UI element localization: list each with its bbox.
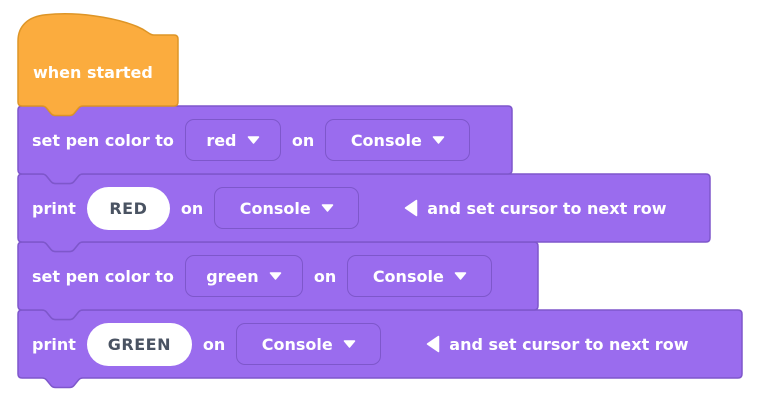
dropdown-value: Console xyxy=(350,130,422,150)
dropdown-arrow-icon xyxy=(454,272,467,280)
dropdown-value: Console xyxy=(372,266,444,286)
console-dropdown[interactable]: Console xyxy=(236,323,382,365)
dropdown-value: Console xyxy=(261,334,333,354)
block-print-red[interactable]: print RED on Console and set cursor to n… xyxy=(32,174,666,242)
dropdown-value: green xyxy=(206,266,259,286)
hat-block-when-started[interactable]: when started xyxy=(33,52,153,92)
dropdown-arrow-icon xyxy=(247,136,259,144)
block-label: set pen color to xyxy=(32,130,174,150)
dropdown-value: Console xyxy=(239,198,311,218)
console-dropdown[interactable]: Console xyxy=(347,255,493,297)
collapse-arrow-icon xyxy=(405,199,418,217)
block-label: set pen color to xyxy=(32,266,174,286)
block-label: on xyxy=(202,334,226,354)
console-dropdown[interactable]: Console xyxy=(214,187,360,229)
dropdown-arrow-icon xyxy=(343,340,355,348)
hat-label: when started xyxy=(33,62,153,82)
print-text-input[interactable]: GREEN xyxy=(86,322,192,366)
expand-toggle[interactable]: and set cursor to next row xyxy=(426,335,688,354)
dropdown-arrow-icon xyxy=(432,136,445,144)
block-set-pen-color-red[interactable]: set pen color to red on Console xyxy=(32,106,471,174)
block-label: on xyxy=(180,198,204,218)
pen-color-dropdown[interactable]: green xyxy=(184,255,303,297)
block-label: print xyxy=(32,198,76,218)
block-set-pen-color-green[interactable]: set pen color to green on Console xyxy=(32,242,493,310)
input-value: RED xyxy=(109,198,148,218)
block-print-green[interactable]: print GREEN on Console and set cursor to… xyxy=(32,310,688,378)
block-label: print xyxy=(32,334,76,354)
expander-label: and set cursor to next row xyxy=(427,198,667,218)
hat-block-shape xyxy=(17,13,179,117)
collapse-arrow-icon xyxy=(427,335,440,353)
expand-toggle[interactable]: and set cursor to next row xyxy=(404,199,666,218)
console-dropdown[interactable]: Console xyxy=(325,119,471,161)
expander-label: and set cursor to next row xyxy=(449,334,689,354)
dropdown-arrow-icon xyxy=(321,204,333,212)
dropdown-value: red xyxy=(206,130,237,150)
dropdown-arrow-icon xyxy=(269,272,281,280)
block-label: on xyxy=(313,266,337,286)
block-label: on xyxy=(291,130,315,150)
pen-color-dropdown[interactable]: red xyxy=(184,119,281,161)
input-value: GREEN xyxy=(107,334,171,354)
print-text-input[interactable]: RED xyxy=(86,186,170,230)
